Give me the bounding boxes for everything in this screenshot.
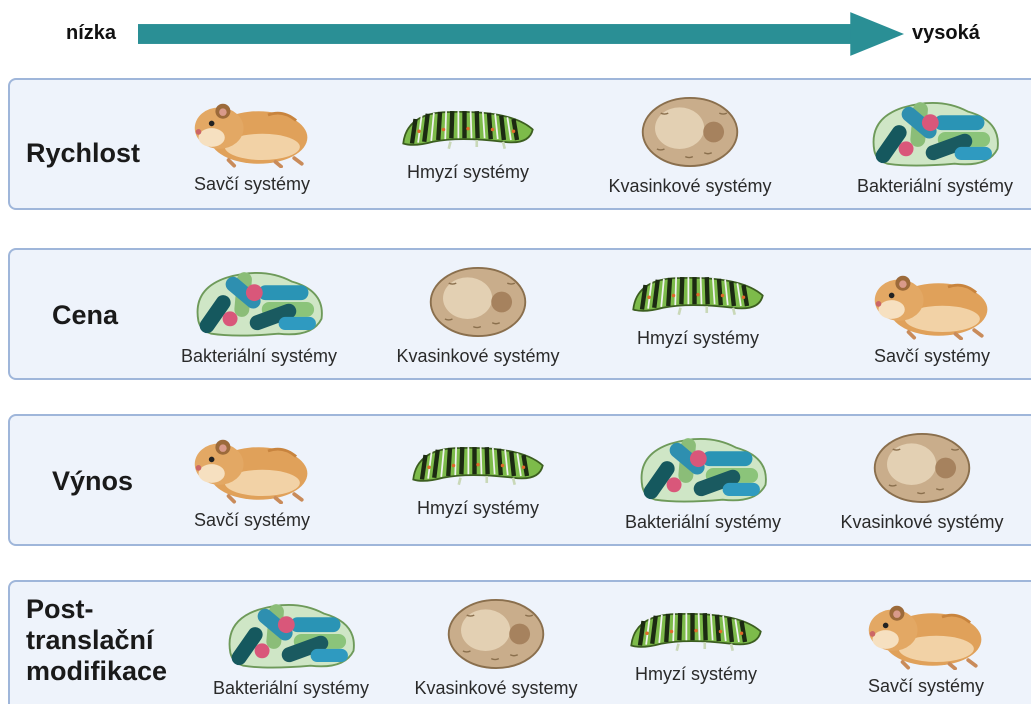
card-caption: Kvasinkové systémy [590,176,790,197]
card-caption: Savčí systémy [172,510,332,531]
caterpillar-icon [408,432,548,492]
card-bacterial: Bakteriální systémy [840,94,1030,197]
card-mammalian: Savčí systémy [852,264,1012,367]
card-yeast: Kvasinkové systémy [822,430,1022,533]
bacteria-icon [633,430,773,506]
caterpillar-icon [626,598,766,658]
card-caption: Hmyzí systémy [398,498,558,519]
row-label-multiline: Post- translační modifikace [26,594,167,687]
card-mammalian: Savčí systémy [172,92,332,195]
caterpillar-icon [628,262,768,322]
card-bacterial: Bakteriální systémy [196,596,386,699]
hamster-icon [871,264,993,340]
card-bacterial: Bakteriální systémy [608,430,798,533]
card-caption: Bakteriální systémy [164,346,354,367]
scale-low-label: nízka [66,22,116,45]
row-rychlost: Rychlost Savčí systémy Hmyzí systémy Kva… [8,78,1031,210]
card-bacterial: Bakteriální systémy [164,264,354,367]
row-label-line: Post- [26,594,167,625]
hamster-icon [191,428,313,504]
card-caption: Kvasinkové systémy [822,512,1022,533]
card-caption: Savčí systémy [172,174,332,195]
yeast-cell-icon [638,94,742,170]
row-label: Cena [52,300,118,331]
card-insect: Hmyzí systémy [618,262,778,349]
card-yeast: Kvasinkové systemy [398,596,594,699]
scale-arrow [138,12,904,56]
bacteria-icon [865,94,1005,170]
row-label-line: modifikace [26,656,167,687]
card-caption: Savčí systémy [846,676,1006,697]
card-caption: Kvasinkové systemy [398,678,594,699]
yeast-cell-icon [870,430,974,506]
bacteria-icon [221,596,361,672]
scale-high-label: vysoká [912,22,980,45]
card-caption: Kvasinkové systémy [378,346,578,367]
yeast-cell-icon [444,596,548,672]
card-caption: Hmyzí systémy [616,664,776,685]
card-caption: Bakteriální systémy [608,512,798,533]
card-mammalian: Savčí systémy [846,594,1006,697]
card-insect: Hmyzí systémy [388,96,548,183]
hamster-icon [865,594,987,670]
row-label-line: translační [26,625,167,656]
row-vynos: Výnos Savčí systémy Hmyzí systémy Bakter… [8,414,1031,546]
yeast-cell-icon [426,264,530,340]
row-label: Výnos [52,466,133,497]
card-yeast: Kvasinkové systémy [378,264,578,367]
row-cena: Cena Bakteriální systémy Kvasinkové syst… [8,248,1031,380]
card-caption: Bakteriální systémy [196,678,386,699]
card-caption: Savčí systémy [852,346,1012,367]
bacteria-icon [189,264,329,340]
hamster-icon [191,92,313,168]
card-caption: Hmyzí systémy [388,162,548,183]
caterpillar-icon [398,96,538,156]
card-mammalian: Savčí systémy [172,428,332,531]
row-ptm: Post- translační modifikace Bakteriální … [8,580,1031,704]
row-label: Rychlost [26,138,140,169]
card-yeast: Kvasinkové systémy [590,94,790,197]
card-insect: Hmyzí systémy [616,598,776,685]
card-caption: Hmyzí systémy [618,328,778,349]
card-insect: Hmyzí systémy [398,432,558,519]
card-caption: Bakteriální systémy [840,176,1030,197]
